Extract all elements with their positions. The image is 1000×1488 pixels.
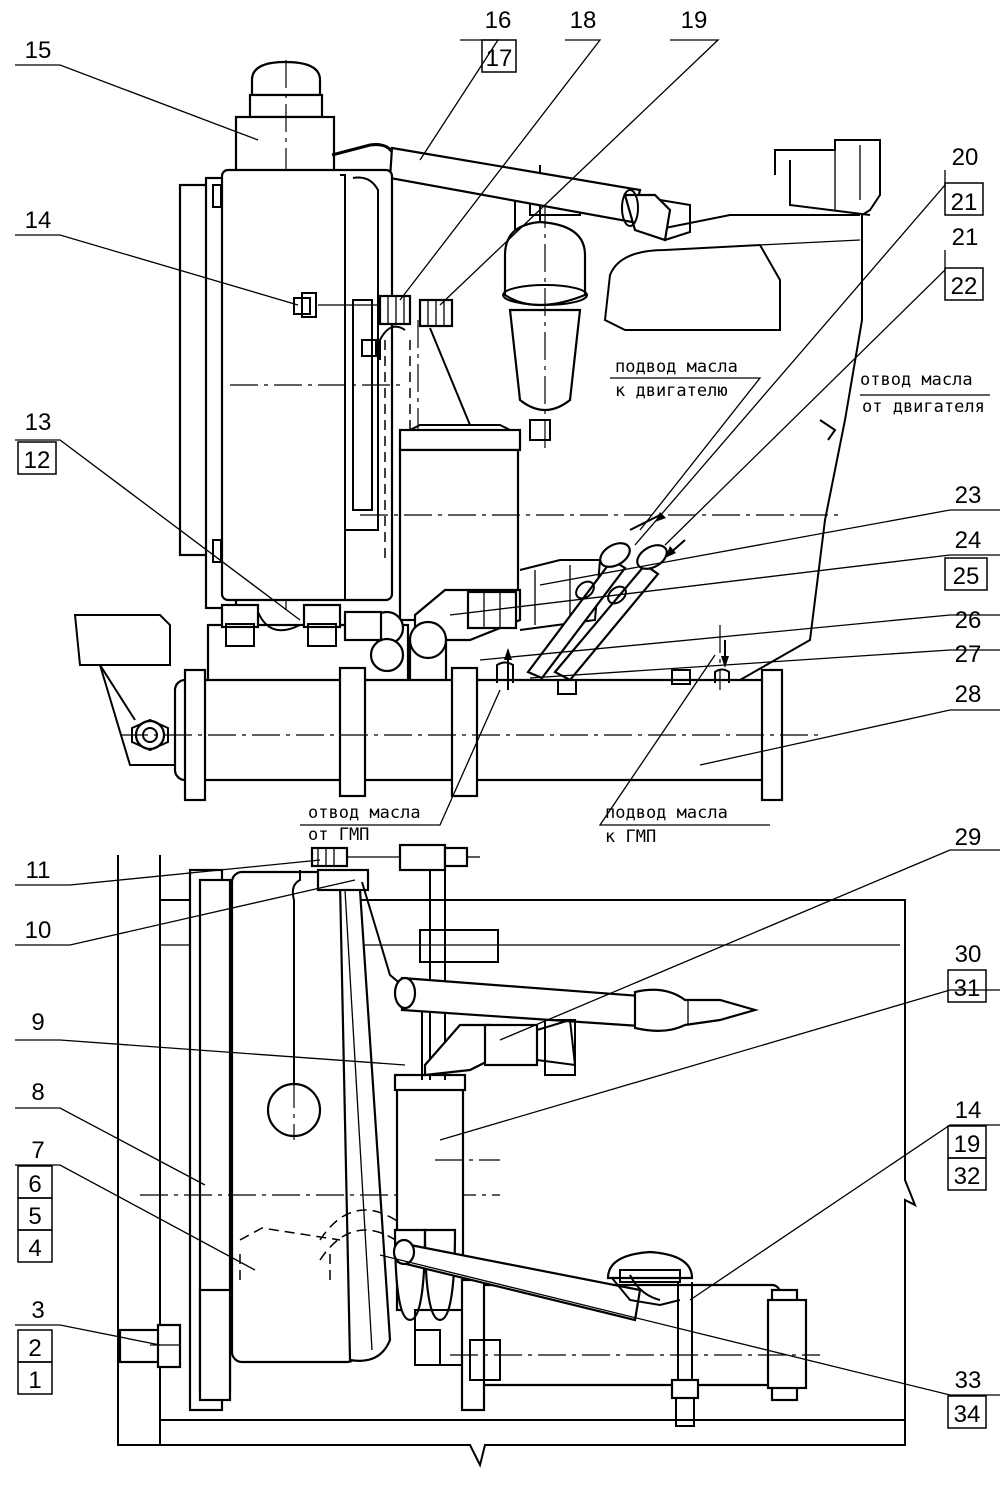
label-25-box	[944, 557, 988, 591]
label-11: 11	[26, 857, 51, 884]
label-7: 7	[31, 1137, 44, 1164]
label-9: 9	[31, 1009, 44, 1036]
label-10: 10	[25, 917, 52, 944]
label-31: 31	[954, 975, 981, 1002]
label-12: 12	[24, 447, 51, 474]
label-4-box	[17, 1229, 53, 1263]
note-oil-from-engine-2: от двигателя	[862, 397, 985, 417]
oil-separator	[502, 165, 588, 450]
label-34-box	[947, 1395, 987, 1429]
label-28: 28	[955, 681, 982, 708]
lower-view	[15, 843, 1000, 1468]
label-21a: 21	[951, 189, 978, 216]
top-bolts-lower	[310, 843, 480, 872]
label-19-lower: 19	[954, 1131, 981, 1158]
note-oil-from-gmp-1: отвод масла	[308, 803, 421, 823]
upper-pipe	[331, 143, 691, 242]
label-26: 26	[955, 607, 982, 634]
label-8: 8	[31, 1079, 44, 1106]
label-25: 25	[953, 563, 980, 590]
label-1: 1	[28, 1367, 41, 1394]
label-17: 17	[486, 45, 513, 72]
label-4: 4	[28, 1235, 41, 1262]
label-27: 27	[955, 641, 982, 668]
label-18: 18	[570, 7, 597, 34]
label-12-box	[17, 441, 57, 475]
note-oil-to-engine-1: подвод масла	[615, 357, 738, 377]
label-22: 22	[951, 273, 978, 300]
label-21b: 21	[952, 224, 979, 251]
label-19: 19	[681, 7, 708, 34]
note-oil-to-gmp-1: подвод масла	[605, 803, 728, 823]
label-6: 6	[28, 1171, 41, 1198]
label-1-box	[17, 1361, 53, 1395]
label-3: 3	[31, 1297, 44, 1324]
leader-lines-lower	[15, 849, 1000, 1396]
label-34: 34	[954, 1401, 981, 1428]
pipe-29	[361, 881, 760, 1077]
upper-view	[15, 39, 1000, 826]
radiator-upper	[178, 168, 394, 610]
front-hinge	[73, 614, 190, 766]
lower-brackets-upper	[206, 603, 448, 690]
radiator-lower	[118, 868, 500, 1412]
label-30: 30	[955, 941, 982, 968]
label-14: 14	[25, 207, 52, 234]
label-5: 5	[28, 1203, 41, 1230]
label-13: 13	[25, 409, 52, 436]
heat-exchanger-lower	[392, 1238, 820, 1427]
label-32-box	[947, 1157, 987, 1191]
label-20: 20	[952, 144, 979, 171]
label-21-box	[944, 182, 984, 216]
label-22-box	[944, 267, 984, 301]
heat-exchanger	[120, 625, 820, 802]
label-14-lower: 14	[955, 1097, 982, 1124]
label-32: 32	[954, 1163, 981, 1190]
note-oil-to-engine-2: к двигателю	[615, 381, 728, 401]
note-oil-to-gmp-2: к ГМП	[605, 827, 656, 847]
engine-outline	[603, 139, 881, 681]
label-16: 16	[485, 7, 512, 34]
label-23: 23	[955, 482, 982, 509]
callout-labels: 15 16 17 18 19 20 21 21 22 14 13 12 23 2…	[17, 7, 988, 1429]
label-2: 2	[28, 1335, 41, 1362]
label-31-box	[947, 969, 987, 1003]
clamps-18-19	[378, 294, 471, 560]
note-oil-from-gmp-2: от ГМП	[308, 825, 369, 845]
note-oil-from-engine-1: отвод масла	[860, 370, 973, 390]
label-29: 29	[955, 824, 982, 851]
label-33: 33	[955, 1367, 982, 1394]
label-24: 24	[955, 527, 982, 554]
label-17-box	[481, 39, 517, 73]
label-15: 15	[25, 37, 52, 64]
